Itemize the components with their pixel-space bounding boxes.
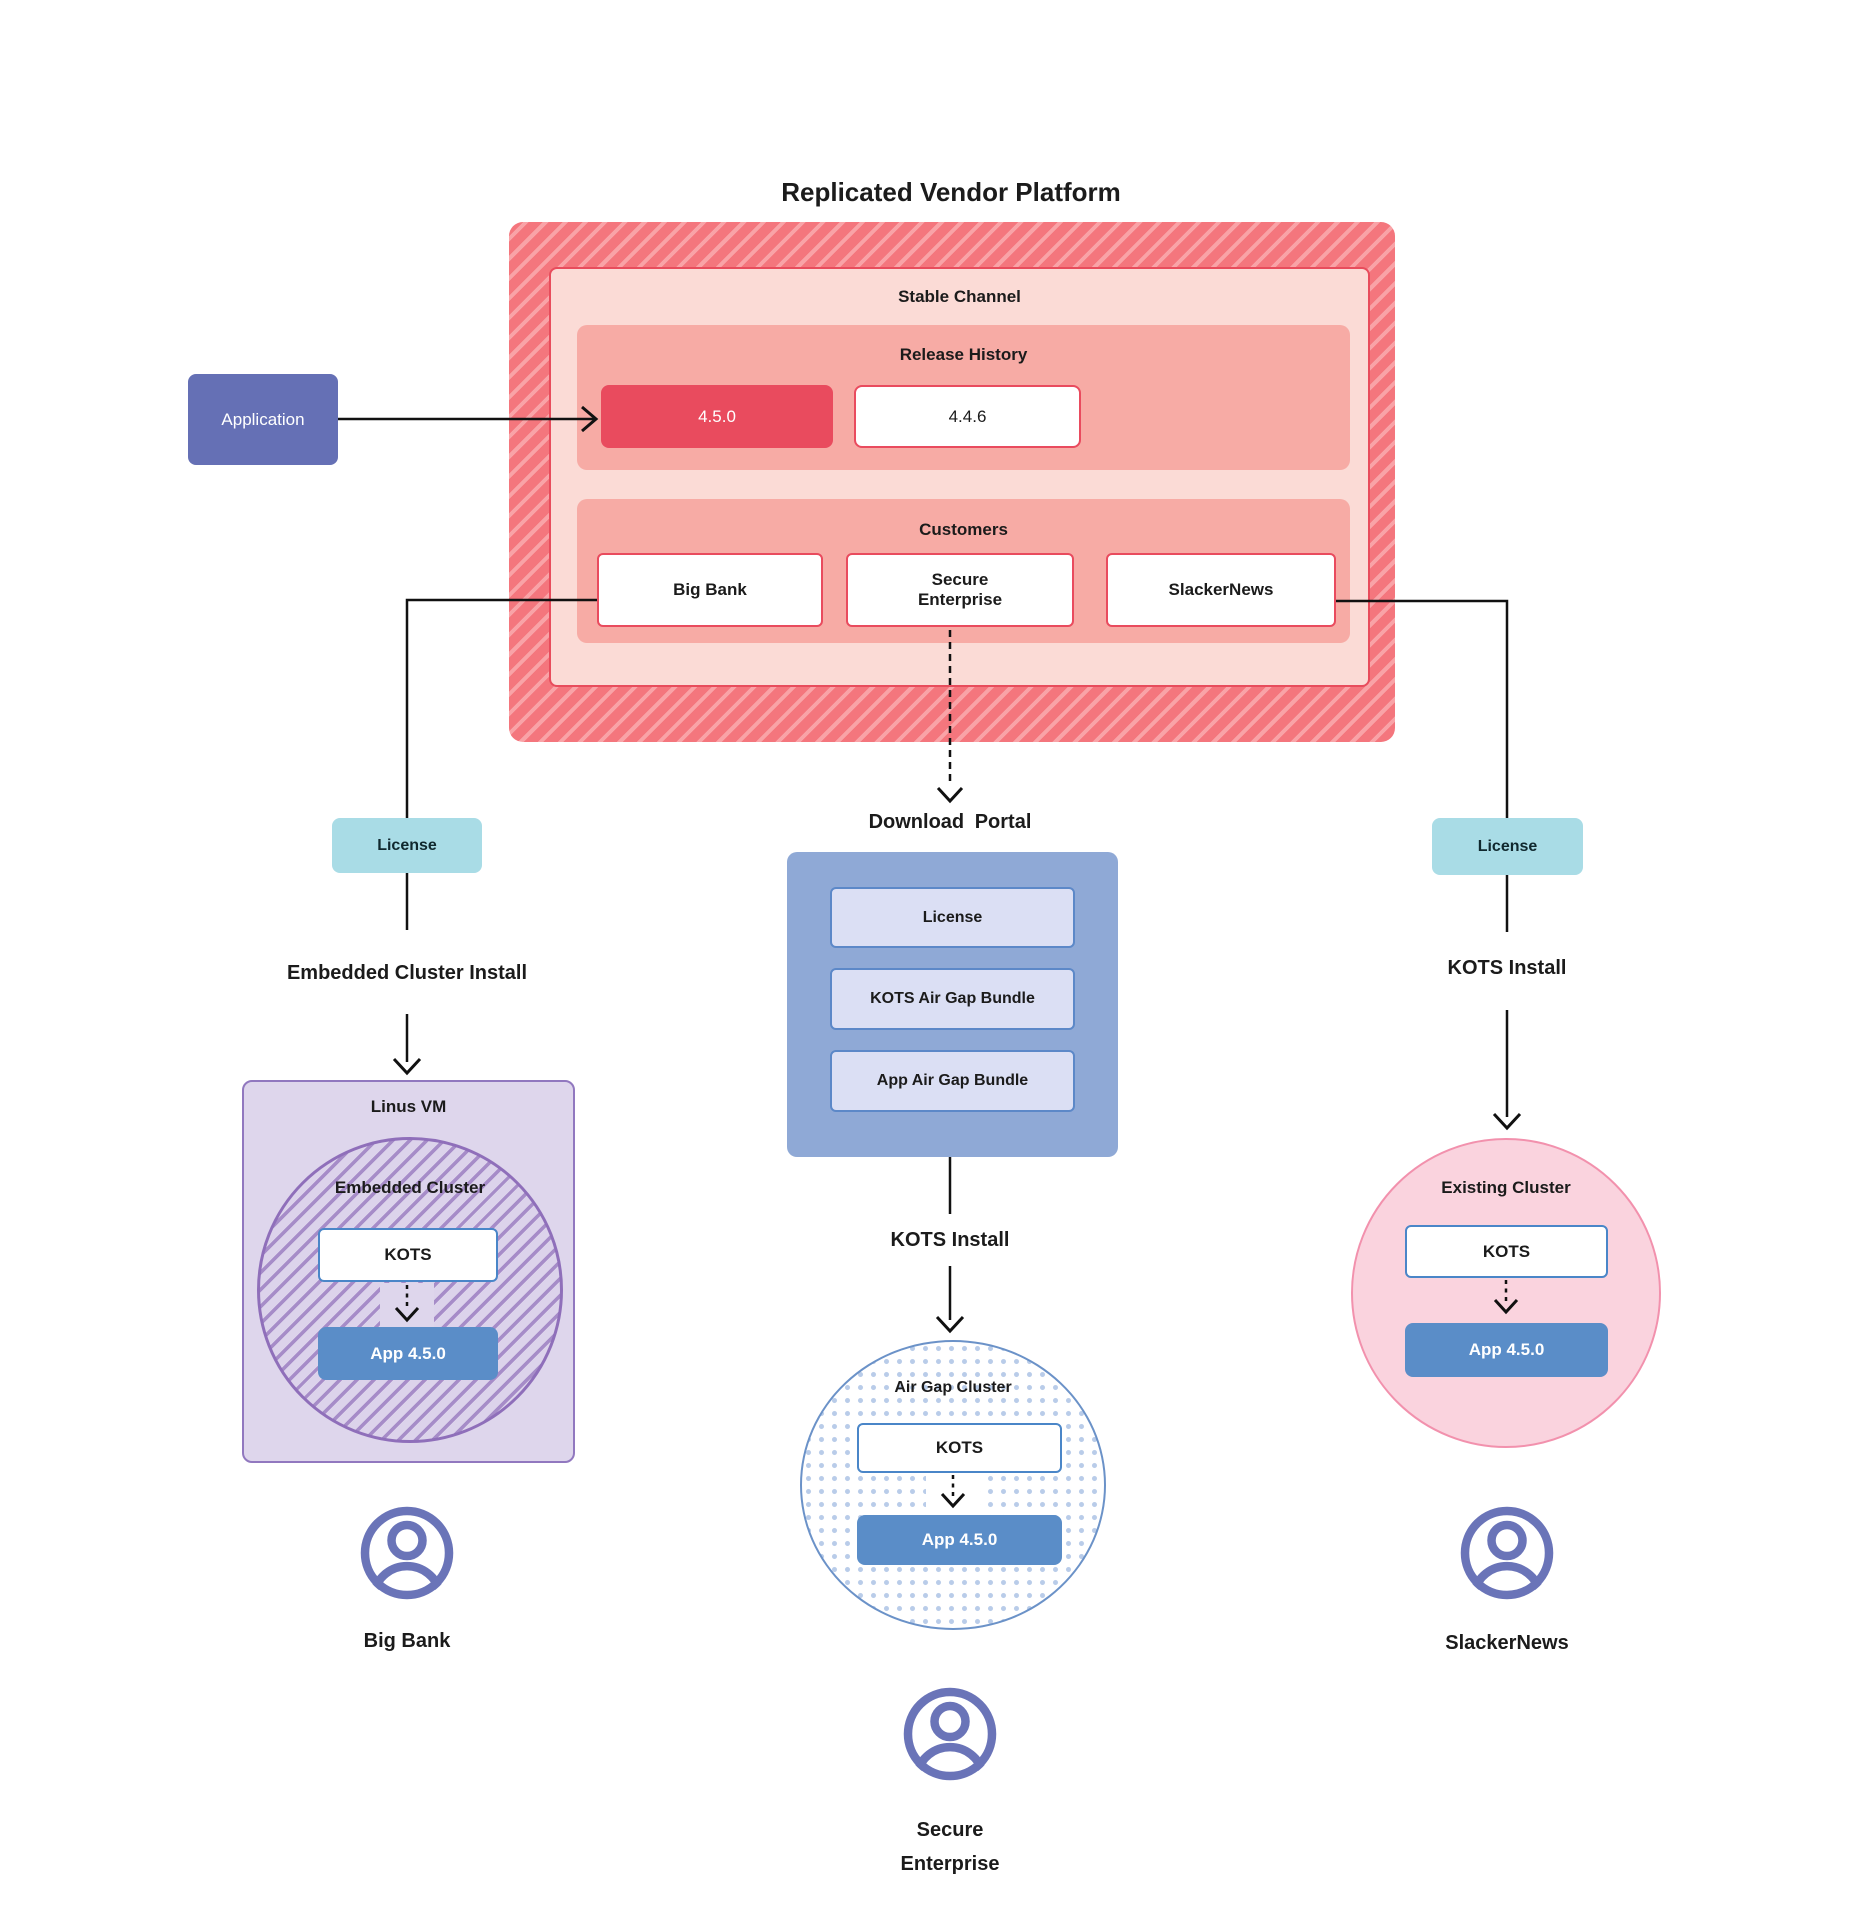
arrow-backdrop [380,1283,434,1327]
linus-vm-label: Linus VM [370,1097,447,1116]
release-4-5-0: 4.5.0 [601,385,833,448]
embedded-cluster-circle [257,1137,563,1443]
customer-secure-enterprise: Secure Enterprise [846,553,1074,627]
arrow-backdrop [926,1472,980,1516]
person-icon [900,1684,1000,1784]
portal-item-app-air-gap-bundle: App Air Gap Bundle [830,1050,1075,1112]
secure-enterprise-user-label: Secure Enterprise [875,1812,1025,1882]
person-icon [1457,1503,1557,1603]
customer-big-bank: Big Bank [597,553,823,627]
big-bank-user-label: Big Bank [363,1630,451,1652]
app-box-air-gap: App 4.5.0 [857,1515,1062,1565]
kots-install-label-center: KOTS Install [890,1229,1010,1251]
person-icon [357,1503,457,1603]
release-4-4-6: 4.4.6 [854,385,1081,448]
portal-item-license: License [830,887,1075,948]
kots-box-existing: KOTS [1405,1225,1608,1278]
customer-name: Big Bank [673,580,747,599]
customer-slackernews: SlackerNews [1106,553,1336,627]
customer-name: SlackerNews [1168,580,1274,599]
kots-box-air-gap: KOTS [857,1423,1062,1473]
air-gap-cluster-label: Air Gap Cluster [894,1379,1012,1396]
release-history-label: Release History [899,345,1028,364]
page-title: Replicated Vendor Platform [781,176,1121,207]
license-box-right: License [1432,818,1583,875]
embedded-cluster-install-label: Embedded Cluster Install [286,962,528,984]
app-box-existing: App 4.5.0 [1405,1323,1608,1377]
download-portal-title: Download Portal [868,811,1032,833]
slackernews-user-label: SlackerNews [1445,1632,1569,1654]
stable-channel-label: Stable Channel [898,287,1021,306]
license-box-left: License [332,818,482,873]
kots-install-label-right: KOTS Install [1447,957,1567,979]
kots-box-embedded: KOTS [318,1228,498,1282]
application-box: Application [188,374,338,465]
app-box-embedded: App 4.5.0 [318,1327,498,1380]
portal-item-kots-air-gap-bundle: KOTS Air Gap Bundle [830,968,1075,1030]
customer-name: Secure Enterprise [917,570,1003,609]
user-name: Secure Enterprise [900,1819,1000,1875]
customers-label: Customers [919,520,1008,539]
existing-cluster-label: Existing Cluster [1441,1178,1571,1197]
embedded-cluster-label: Embedded Cluster [334,1178,486,1197]
